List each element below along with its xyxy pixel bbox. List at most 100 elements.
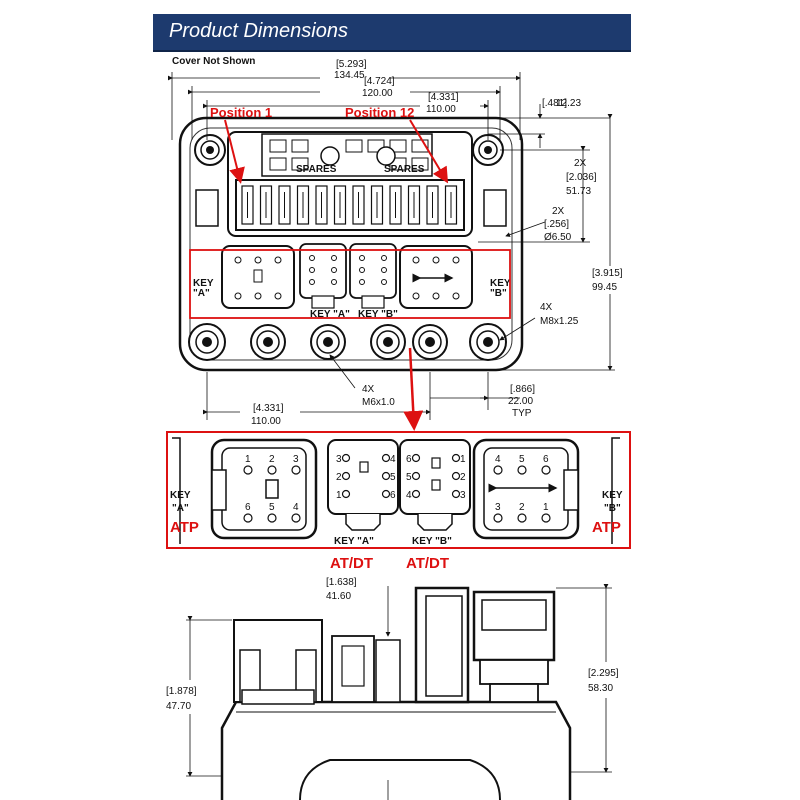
dim-stud-large-qty: 4X <box>540 302 553 313</box>
side-left-height-mm: 47.70 <box>166 701 191 712</box>
detail-key-a: KEY "A" <box>334 536 374 547</box>
dim-hole-spacing-mm: 51.73 <box>566 186 591 197</box>
pin-number: 3 <box>495 502 501 513</box>
dim-hole-dia-in: [.256] <box>544 219 569 230</box>
position-1-label: Position 1 <box>210 105 272 120</box>
top-key-b: KEY "B" <box>358 309 398 320</box>
pin <box>381 489 391 499</box>
pin <box>291 513 301 523</box>
pin <box>451 471 461 481</box>
dim-height-mm: 99.45 <box>592 282 617 293</box>
header-banner: Product Dimensions <box>153 14 631 52</box>
pin <box>451 453 461 463</box>
pin-number: 6 <box>543 454 549 465</box>
atdt-left-label: AT/DT <box>330 555 373 572</box>
dim-bottom-width-mm: 110.00 <box>251 416 281 427</box>
pin-number: 6 <box>406 454 412 465</box>
dim-stud-small-qty: 4X <box>362 384 375 395</box>
cover-note: Cover Not Shown <box>172 56 255 67</box>
pin <box>411 453 421 463</box>
pin <box>341 471 351 481</box>
atdt-right-label: AT/DT <box>406 555 449 572</box>
pin-number: 3 <box>336 454 342 465</box>
pin-number: 1 <box>460 454 466 465</box>
stud-large <box>188 323 226 361</box>
pin-number: 5 <box>519 454 525 465</box>
pin-number: 2 <box>269 454 275 465</box>
pin-number: 3 <box>293 454 299 465</box>
spares-label-1: SPARES <box>296 164 337 175</box>
detail-key-b: KEY "B" <box>412 536 452 547</box>
pin-number: 3 <box>460 490 466 501</box>
top-side-key-b2: "B" <box>490 288 507 299</box>
atp-left-label: ATP <box>170 519 199 536</box>
dim-height-in: [3.915] <box>592 268 623 279</box>
pin <box>411 489 421 499</box>
stud-small <box>250 324 286 360</box>
top-side-key-b: KEY <box>490 278 511 289</box>
dim-hole-spacing-in: [2.036] <box>566 172 597 183</box>
pin <box>381 453 391 463</box>
pin-number: 5 <box>406 472 412 483</box>
dim-inner-in: [4.331] <box>428 92 459 103</box>
pin-number: 4 <box>406 490 412 501</box>
side-right-height-in: [2.295] <box>588 668 619 679</box>
fuse-slots <box>241 185 458 225</box>
dim-stud-large-spec: M8x1.25 <box>540 316 579 327</box>
pin-number: 4 <box>495 454 501 465</box>
top-side-key-a: KEY <box>193 278 214 289</box>
mount-hole-top-left <box>194 134 226 166</box>
pin <box>493 513 503 523</box>
pin-number: 1 <box>245 454 251 465</box>
dim-mid-in: [4.724] <box>364 76 395 87</box>
dim-stud-pitch-in: [.866] <box>510 384 535 395</box>
pin-number: 6 <box>245 502 251 513</box>
top-side-key-a2: "A" <box>193 288 210 299</box>
pin <box>493 465 503 475</box>
pin <box>541 513 551 523</box>
dim-stud-pitch-note: TYP <box>512 408 532 419</box>
side-top-offset-mm: 41.60 <box>326 591 351 602</box>
side-left-height-in: [1.878] <box>166 686 197 697</box>
spares-label-2: SPARES <box>384 164 425 175</box>
pin <box>517 465 527 475</box>
position-12-label: Position 12 <box>345 105 414 120</box>
dim-stud-small-spec: M6x1.0 <box>362 397 395 408</box>
pin <box>291 465 301 475</box>
pin-number: 2 <box>336 472 342 483</box>
dim-hole-dia-qty: 2X <box>552 206 565 217</box>
pin <box>411 471 421 481</box>
dim-top-offset-in: [.481] <box>542 98 567 109</box>
side-view <box>220 586 572 800</box>
side-top-offset-in: [1.638] <box>326 577 357 588</box>
dim-bottom-width-in: [4.331] <box>253 403 284 414</box>
pin <box>267 465 277 475</box>
dim-mid-mm: 120.00 <box>362 88 393 99</box>
stud-small <box>310 324 346 360</box>
dim-hole-spacing-qty: 2X <box>574 158 587 169</box>
dim-hole-dia-mm: Ø6.50 <box>544 232 572 243</box>
fuse-block: SPARES SPARES <box>227 131 473 237</box>
dim-stud-pitch-mm: 22.00 <box>508 396 533 407</box>
pin <box>341 489 351 499</box>
detail-side-key-a: KEY <box>170 490 191 501</box>
top-key-a: KEY "A" <box>310 309 350 320</box>
pin-number: 4 <box>293 502 299 513</box>
pin <box>541 465 551 475</box>
pin <box>451 489 461 499</box>
stud-row <box>188 323 507 361</box>
pin-number: 6 <box>390 490 396 501</box>
pin <box>243 465 253 475</box>
pin <box>517 513 527 523</box>
pin-number: 2 <box>519 502 525 513</box>
pin-number: 5 <box>269 502 275 513</box>
stud-small <box>370 324 406 360</box>
pin <box>267 513 277 523</box>
dim-top-offset-mm: 12.23 <box>556 98 581 109</box>
detail-side-key-b2: "B" <box>604 503 621 514</box>
pin <box>381 471 391 481</box>
dim-overall-mm: 134.45 <box>334 70 365 81</box>
pin <box>243 513 253 523</box>
